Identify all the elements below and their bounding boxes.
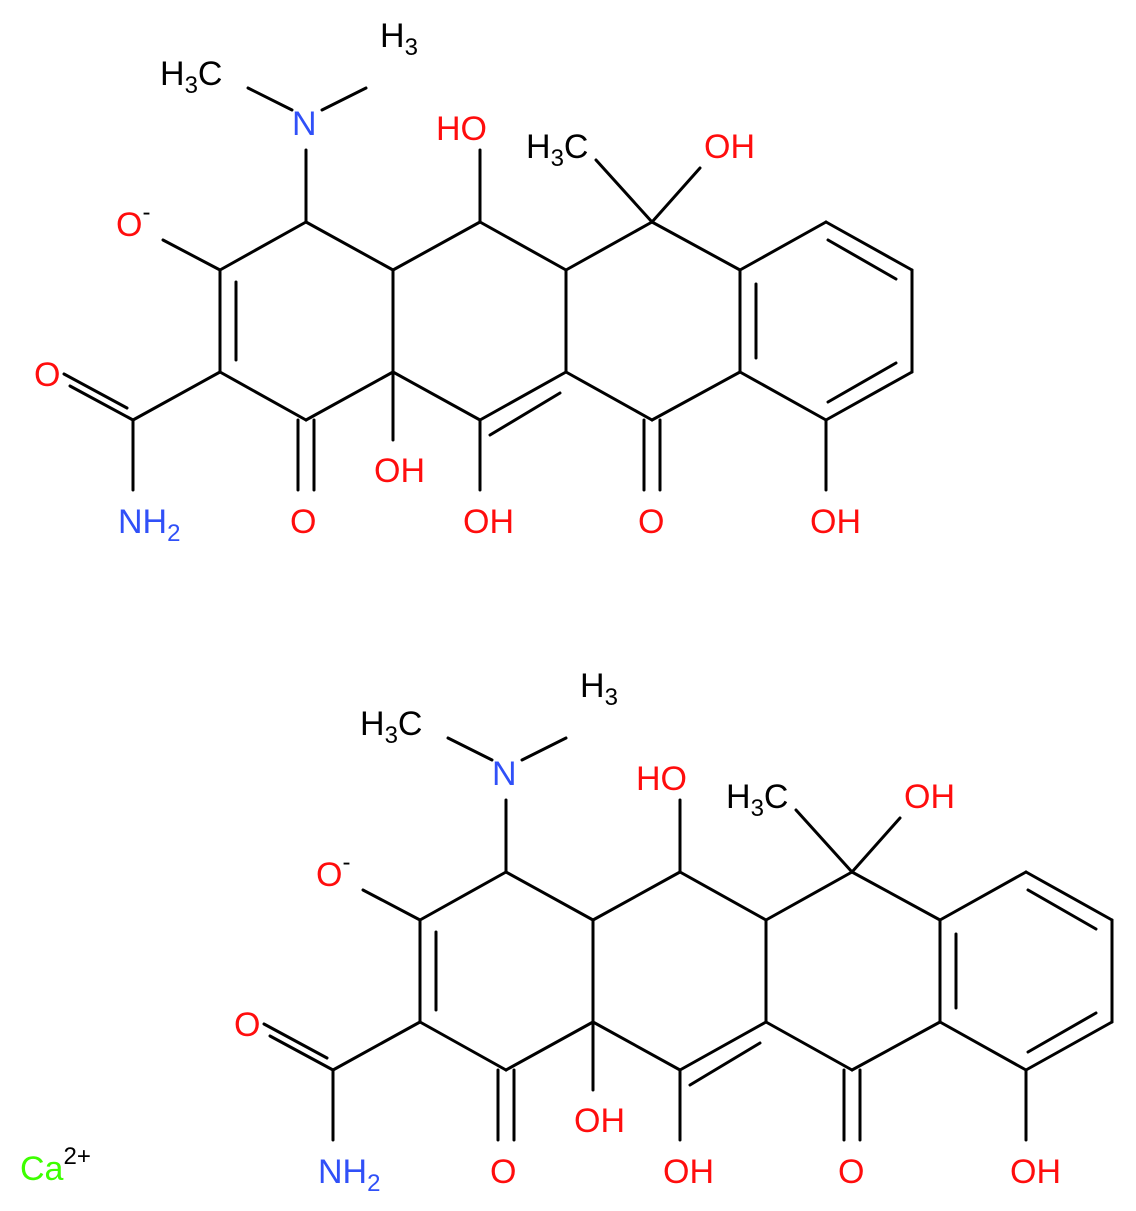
hydroxyl-label-top-right: OH xyxy=(904,778,955,816)
amide-nitrogen: NH2 xyxy=(318,1153,380,1197)
bonds-top xyxy=(62,86,914,492)
methyl-label-1: H3C xyxy=(160,55,222,99)
methyl-label-3: H3C xyxy=(526,128,588,172)
ketone-oxygen-1: O xyxy=(290,503,316,541)
hydroxyl-label-top-right: OH xyxy=(704,128,755,166)
hydroxyl-label-enol: OH xyxy=(663,1153,714,1191)
atom-labels-top: H3C H3 N HO H3C OH O- O OH OH O O OH NH2 xyxy=(34,17,861,547)
phenol-hydroxyl: OH xyxy=(810,503,861,541)
enolate-oxygen: O- xyxy=(116,199,150,244)
ketone-oxygen-1: O xyxy=(490,1153,516,1191)
hydroxyl-label-top: HO xyxy=(436,110,487,148)
hydroxyl-label-junction: OH xyxy=(574,1102,625,1140)
ketone-oxygen-2: O xyxy=(838,1153,864,1191)
hydroxyl-label-enol: OH xyxy=(463,503,514,541)
methyl-label-2: H3 xyxy=(380,17,418,61)
methyl-label-3: H3C xyxy=(726,778,788,822)
molecule-bottom: H3C H3 N HO H3C OH O- O OH OH O O OH NH2 xyxy=(234,667,1114,1197)
molecule-top: H3C H3 N HO H3C OH O- O OH OH O O OH NH2 xyxy=(34,17,914,547)
amide-oxygen: O xyxy=(34,356,60,394)
atom-labels-bottom: H3C H3 N HO H3C OH O- O OH OH O O OH NH2 xyxy=(234,667,1061,1197)
hydroxyl-label-junction: OH xyxy=(374,452,425,490)
methyl-label-1: H3C xyxy=(360,705,422,749)
amide-oxygen: O xyxy=(234,1006,260,1044)
ketone-oxygen-2: O xyxy=(638,503,664,541)
amide-nitrogen: NH2 xyxy=(118,503,180,547)
calcium-ion: Ca2+ xyxy=(20,1143,91,1188)
dimethylamino-nitrogen: N xyxy=(292,105,317,143)
bonds-bottom xyxy=(262,736,1114,1142)
enolate-oxygen: O- xyxy=(316,849,350,894)
methyl-label-2: H3 xyxy=(580,667,618,711)
dimethylamino-nitrogen: N xyxy=(492,755,517,793)
phenol-hydroxyl: OH xyxy=(1010,1153,1061,1191)
hydroxyl-label-top: HO xyxy=(636,760,687,798)
